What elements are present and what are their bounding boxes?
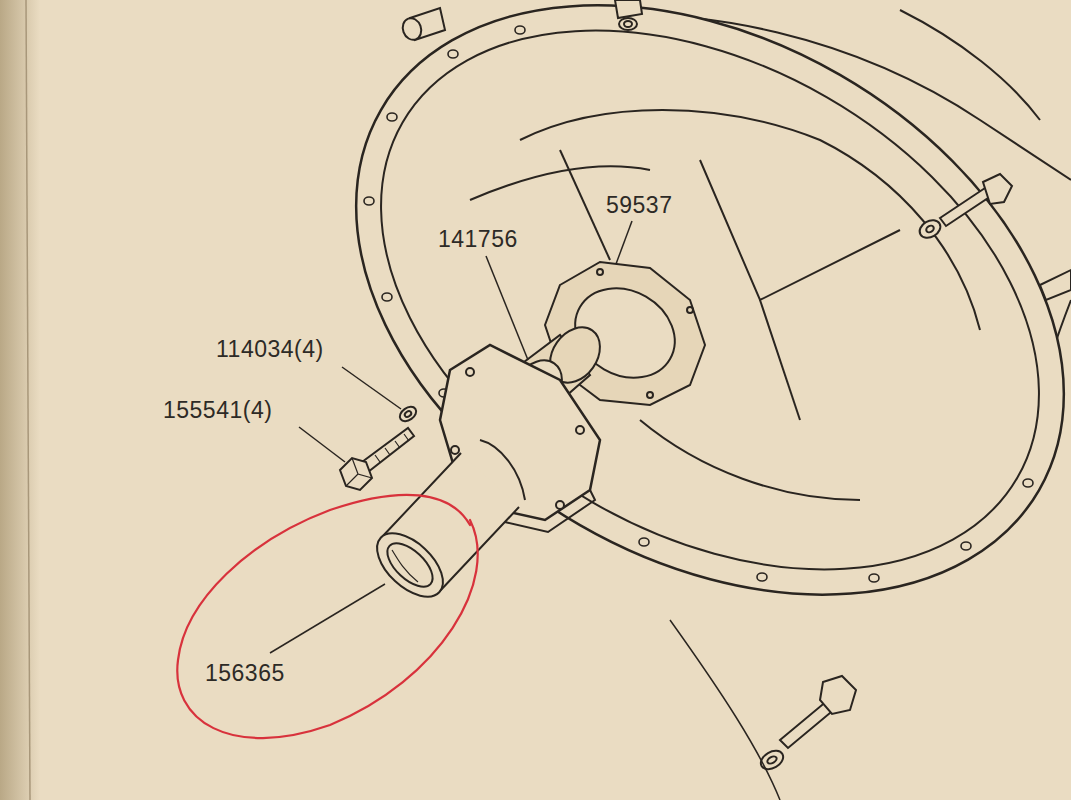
leader-lines [270, 221, 632, 653]
part-number: 141756 [438, 228, 518, 251]
red-highlight-circle [177, 495, 477, 738]
part-number: 114034(4) [216, 338, 324, 361]
part-number: 155541(4) [163, 399, 272, 422]
cable [670, 620, 780, 800]
fasteners [400, 0, 1071, 773]
bell-housing [251, 0, 1071, 715]
part-number: 156365 [205, 662, 285, 685]
part-number: 59537 [606, 194, 672, 217]
page-edge [26, 0, 30, 800]
sleeve-flange [366, 345, 600, 608]
book-gutter [0, 0, 40, 800]
bolt-and-washer [340, 404, 419, 490]
